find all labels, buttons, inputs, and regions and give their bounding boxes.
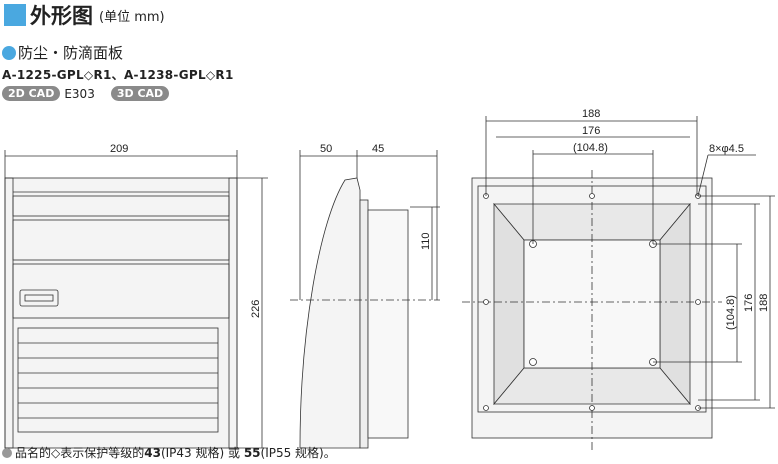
dim-back-height1: 188 — [758, 294, 770, 312]
cad-3d-button[interactable]: 3D CAD — [110, 86, 170, 101]
note-text-1: 品名的◇表示保护等级的 — [15, 446, 145, 460]
dim-side-height: 110 — [420, 232, 432, 250]
dim-back-height3: (104.8) — [725, 295, 737, 330]
note-code-55: 55 — [243, 445, 261, 460]
cad-code: E303 — [64, 86, 95, 101]
bullet-icon — [2, 447, 12, 458]
title-text: 外形图 — [30, 4, 93, 28]
side-view: 50 45 110 — [290, 143, 440, 449]
back-view: 188 176 (104.8) 8×φ4.5 188 176 (104.8) — [462, 108, 775, 450]
note-code-43: 43 — [144, 445, 161, 460]
dim-side-depth1: 50 — [320, 143, 332, 155]
page-title: 外形图 (单位 mm) — [4, 0, 165, 30]
note-text-3: (IP55 规格)。 — [260, 446, 336, 460]
dim-back-width3: (104.8) — [573, 142, 608, 154]
dim-front-height: 226 — [250, 300, 262, 318]
dim-holes: 8×φ4.5 — [709, 143, 744, 155]
note-text-2: (IP43 规格) 或 — [160, 446, 240, 460]
unit-label: (单位 mm) — [99, 9, 165, 25]
bullet-icon — [2, 45, 16, 60]
section-title-text: 防尘・防滴面板 — [18, 44, 124, 62]
dim-front-width: 209 — [110, 143, 128, 155]
dim-back-width2: 176 — [582, 125, 600, 137]
section-title: 防尘・防滴面板 — [2, 42, 123, 63]
cad-2d-button[interactable]: 2D CAD — [2, 86, 61, 101]
dim-side-depth2: 45 — [372, 143, 384, 155]
front-view: 209 226 — [4, 143, 268, 449]
model-numbers: A-1225-GPL◇R1、A-1238-GPL◇R1 — [2, 68, 234, 82]
cad-links: 2D CAD E303 3D CAD — [2, 86, 170, 101]
dim-back-height2: 176 — [743, 294, 755, 312]
title-square-icon — [4, 4, 26, 26]
dim-back-width1: 188 — [582, 108, 600, 120]
